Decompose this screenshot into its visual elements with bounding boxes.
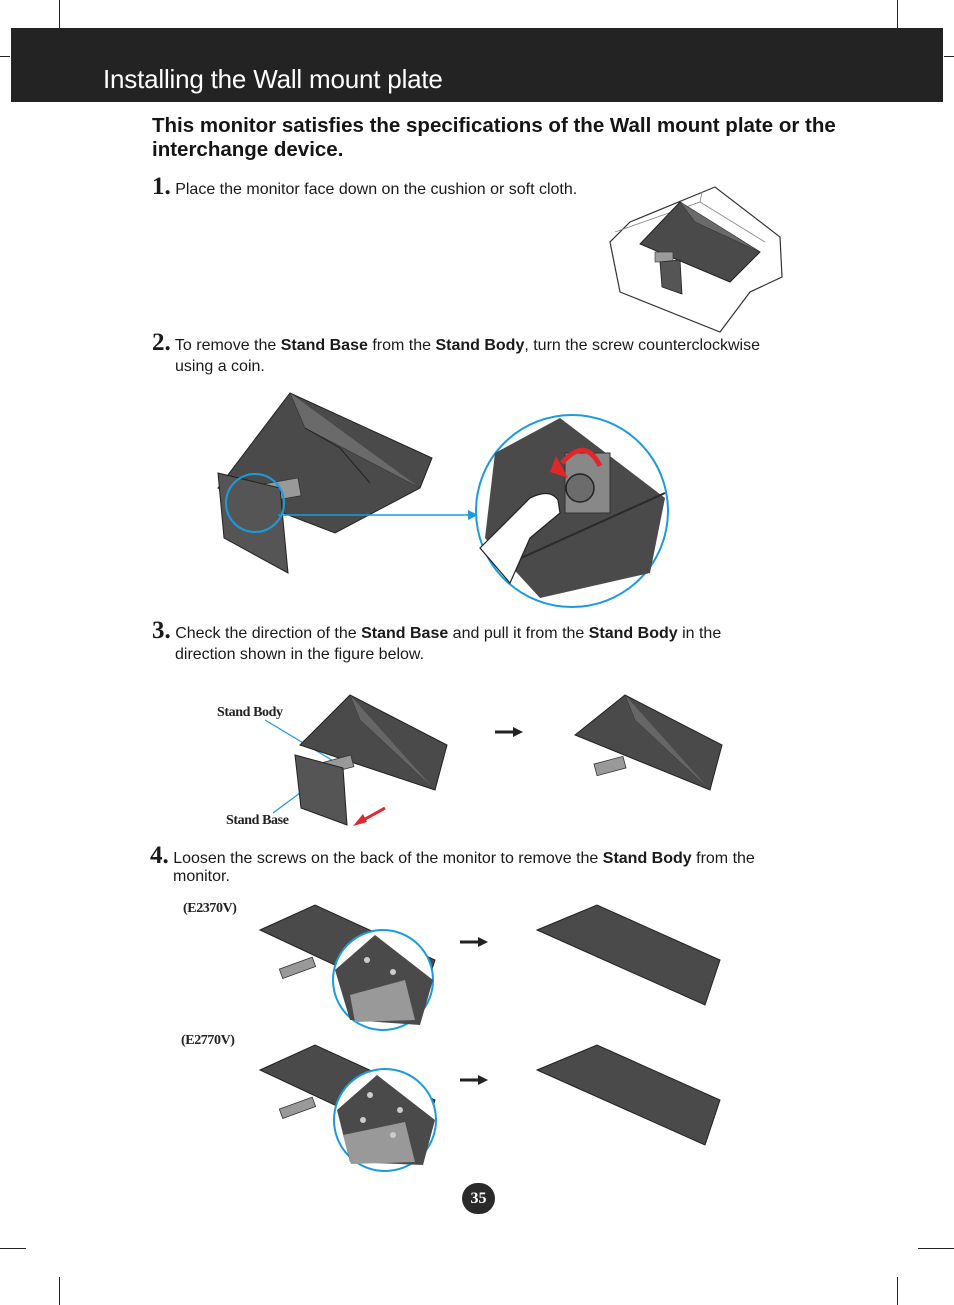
remove-stand-body-e2770v-illustration (258, 1044, 721, 1172)
model-label-e2370v: (E2370V) (183, 901, 237, 916)
step-text: Check the direction of the (175, 625, 362, 642)
header-bar (11, 28, 943, 102)
crop-mark (59, 0, 60, 28)
step-number: 4. (150, 842, 169, 869)
remove-stand-body-e2370v-illustration (258, 904, 721, 1031)
step-text-line2: using a coin. (175, 358, 265, 375)
model-label-e2770v: (E2770V) (181, 1033, 235, 1048)
intro-heading: This monitor satisfies the specification… (152, 114, 836, 161)
step-text: , turn the screw counterclockwise (524, 337, 760, 354)
step-text-line2: monitor. (173, 868, 230, 885)
crop-mark (0, 1248, 26, 1249)
stand-base-term: Stand Base (280, 337, 368, 354)
stand-body-term: Stand Body (435, 337, 525, 354)
step-1: 1. Place the monitor face down on the cu… (152, 173, 578, 200)
step-3: 3. Check the direction of the Stand Base… (152, 617, 722, 665)
stand-base-term: Stand Base (361, 625, 449, 642)
step-number: 2. (152, 329, 171, 356)
pull-stand-base-illustration (264, 694, 723, 826)
step-text: Place the monitor face down on the cushi… (175, 181, 578, 198)
crop-mark (897, 1277, 898, 1305)
crop-mark (0, 56, 10, 57)
step-text: Loosen the screws on the back of the mon… (173, 850, 603, 867)
step-text: and pull it from the (448, 625, 589, 642)
remove-stand-base-illustration (217, 392, 669, 608)
step-text: in the (677, 625, 722, 642)
step-text: from the (691, 850, 755, 867)
monitor-on-cushion-illustration (609, 186, 783, 333)
page-title: Installing the Wall mount plate (103, 64, 443, 94)
stand-body-term: Stand Body (602, 850, 692, 867)
step-number: 1. (152, 173, 171, 200)
step-text: To remove the (174, 337, 281, 354)
stand-body-term: Stand Body (588, 625, 678, 642)
step-number: 3. (152, 617, 171, 644)
step-text: from the (367, 337, 436, 354)
step-4: 4. Loosen the screws on the back of the … (150, 842, 755, 887)
crop-mark (59, 1277, 60, 1305)
stand-body-label: Stand Body (217, 705, 283, 720)
crop-mark (897, 0, 898, 28)
crop-mark (944, 56, 954, 57)
page-number: 35 (462, 1183, 495, 1214)
stand-base-label: Stand Base (226, 813, 289, 828)
crop-mark (918, 1248, 954, 1249)
step-text-line2: direction shown in the figure below. (175, 646, 425, 663)
step-2: 2. To remove the Stand Base from the Sta… (152, 329, 760, 377)
